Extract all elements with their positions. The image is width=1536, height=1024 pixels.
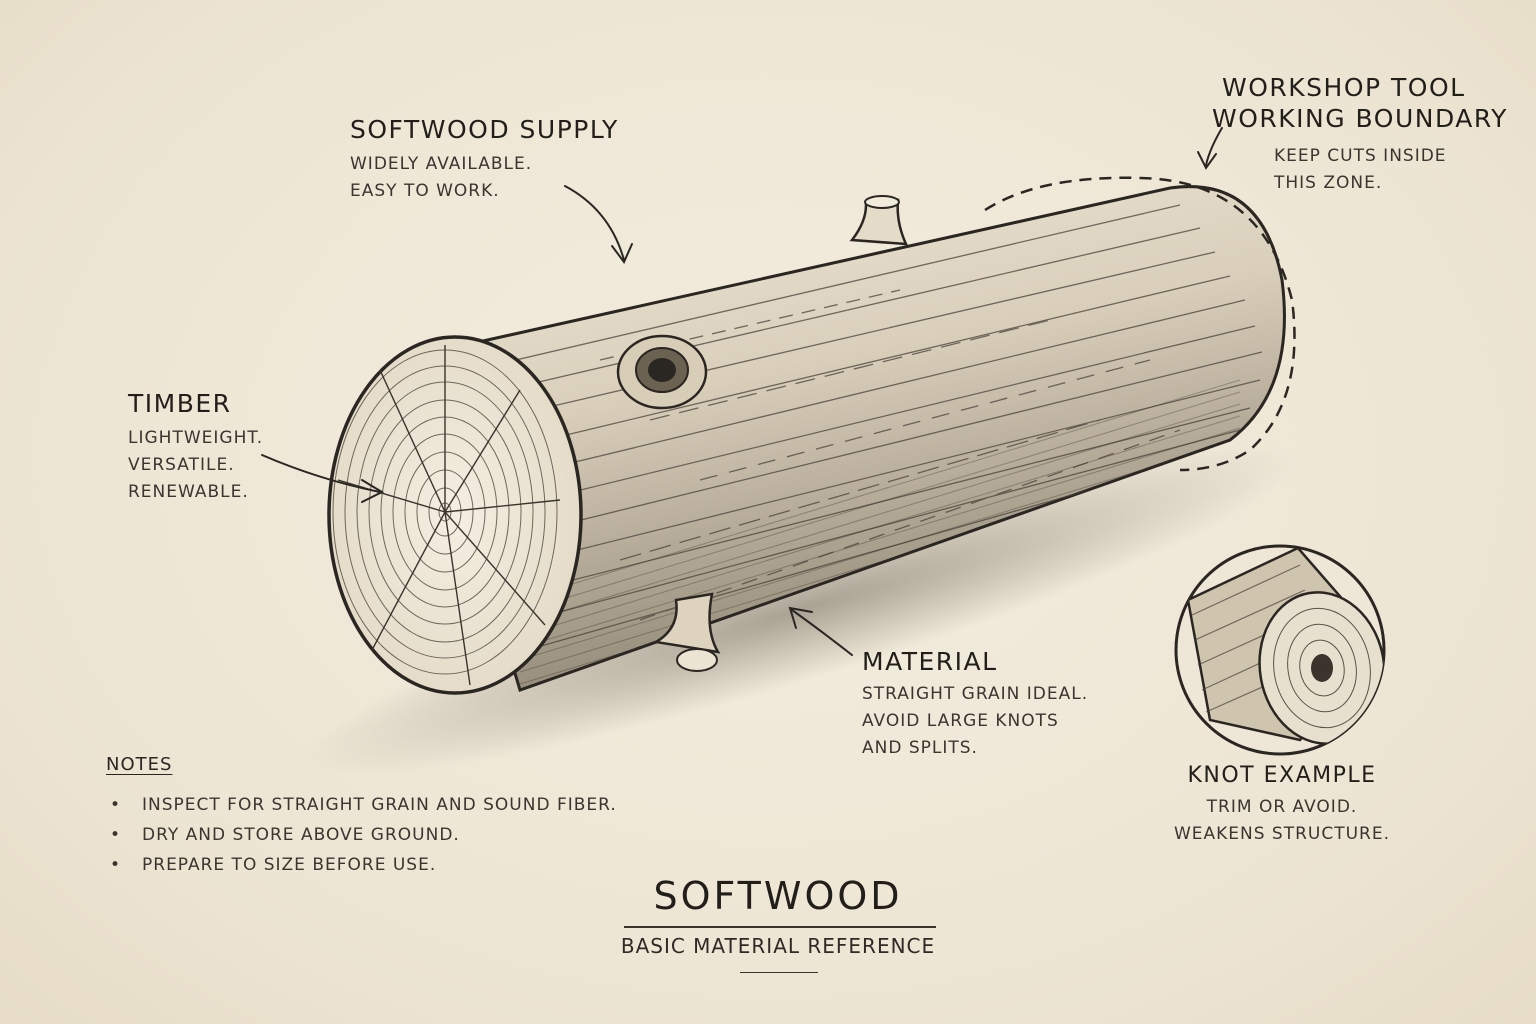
boundary-line-2: THIS ZONE.	[1274, 172, 1383, 193]
timber-line-3: RENEWABLE.	[128, 482, 249, 503]
boundary-label: WORKSHOP TOOL WORKING BOUNDARY KEEP CUTS…	[1212, 72, 1508, 197]
log-end-face	[327, 335, 583, 695]
log-knot	[616, 334, 708, 410]
subtitle-rule	[740, 972, 818, 973]
supply-label: SOFTWOOD SUPPLY WIDELY AVAILABLE. EASY T…	[350, 114, 619, 205]
material-heading: MATERIAL	[862, 647, 998, 676]
material-line-3: AND SPLITS.	[862, 738, 978, 759]
knot-example-illustration	[1174, 544, 1386, 756]
supply-heading: SOFTWOOD SUPPLY	[350, 115, 619, 144]
material-line-1: STRAIGHT GRAIN IDEAL.	[862, 684, 1089, 705]
leader-arrows	[261, 127, 1223, 656]
knot-label: KNOT EXAMPLE TRIM OR AVOID. WEAKENS STRU…	[1170, 762, 1394, 848]
page-title: SOFTWOOD	[653, 874, 903, 918]
timber-label: TIMBER LIGHTWEIGHT. VERSATILE. RENEWABLE…	[128, 388, 263, 506]
page-subtitle: BASIC MATERIAL REFERENCE	[620, 934, 936, 958]
supply-line-2: EASY TO WORK.	[350, 181, 500, 202]
notes-item-3: PREPARE TO SIZE BEFORE USE.	[106, 850, 617, 880]
supply-line-1: WIDELY AVAILABLE.	[350, 154, 533, 175]
notes-title: NOTES	[106, 754, 173, 775]
timber-line-2: VERSATILE.	[128, 455, 235, 476]
timber-line-1: LIGHTWEIGHT.	[128, 428, 264, 449]
notes-list: INSPECT FOR STRAIGHT GRAIN AND SOUND FIB…	[106, 790, 617, 880]
knot-line-1: TRIM OR AVOID.	[1206, 796, 1358, 817]
title-rule	[624, 926, 936, 928]
working-boundary-dashed-line	[984, 176, 1296, 472]
notes-item-1: INSPECT FOR STRAIGHT GRAIN AND SOUND FIB…	[106, 790, 617, 820]
timber-heading: TIMBER	[128, 389, 232, 418]
material-label: MATERIAL STRAIGHT GRAIN IDEAL. AVOID LAR…	[862, 646, 1088, 762]
boundary-line-1: KEEP CUTS INSIDE	[1274, 145, 1447, 166]
branch-stub-bottom	[652, 592, 721, 654]
boundary-heading-2: WORKING BOUNDARY	[1212, 104, 1508, 134]
knot-line-2: WEAKENS STRUCTURE.	[1173, 823, 1391, 844]
material-line-2: AVOID LARGE KNOTS	[862, 711, 1059, 732]
notes-item-2: DRY AND STORE ABOVE GROUND.	[106, 820, 617, 850]
bark-shading	[519, 379, 1241, 685]
boundary-heading-1: WORKSHOP TOOL	[1222, 73, 1466, 102]
knot-heading: KNOT EXAMPLE	[1187, 763, 1377, 788]
